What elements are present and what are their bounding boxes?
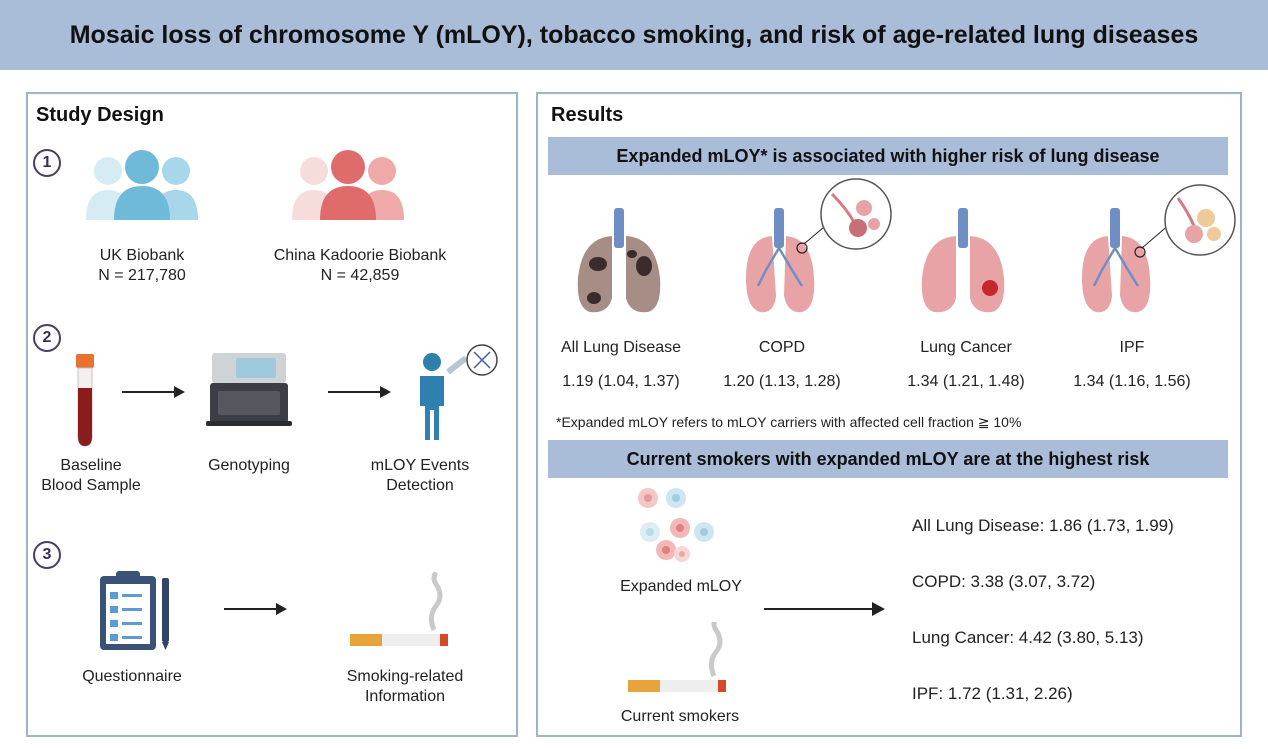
- combined-all-lung: All Lung Disease: 1.86 (1.73, 1.99): [912, 516, 1174, 535]
- sequencer-icon: [206, 353, 292, 426]
- results-panel: [536, 92, 1242, 737]
- step-2-marker: 2: [33, 324, 61, 352]
- questionnaire-label: Questionnaire: [82, 668, 182, 685]
- arrow-right-icon: [764, 602, 885, 616]
- person-dna-icon: [420, 344, 498, 440]
- results-heading: Results: [551, 104, 624, 126]
- cohort-uk-n: N = 217,780: [98, 267, 186, 284]
- title-bar: [0, 0, 1268, 70]
- pipeline-mloy-line1: mLOY Events: [370, 457, 470, 474]
- people-group-icon: [86, 150, 198, 220]
- smoking-info-line2: Information: [364, 688, 446, 705]
- lungs-icon: [921, 208, 1005, 313]
- pipeline-genotyping: Genotyping: [208, 457, 290, 474]
- combined-lung-cancer: Lung Cancer: 4.42 (3.80, 5.13): [912, 628, 1144, 647]
- cigarette-icon: [350, 572, 448, 646]
- disease-name-all: All Lung Disease: [560, 339, 682, 356]
- study-design-heading: Study Design: [36, 104, 164, 126]
- people-group-icon: [292, 150, 404, 220]
- association-band-text: Expanded mLOY* is associated with higher…: [616, 146, 1160, 166]
- step-1-marker: 1: [33, 149, 61, 177]
- disease-value-copd: 1.20 (1.13, 1.28): [723, 373, 841, 390]
- smokers-band: Current smokers with expanded mLOY are a…: [548, 440, 1228, 478]
- cohort-ckb-n: N = 42,859: [320, 267, 400, 284]
- lungs-icon: [577, 208, 661, 313]
- combined-copd: COPD: 3.38 (3.07, 3.72): [912, 572, 1096, 591]
- pipeline-blood-line2: Blood Sample: [41, 477, 141, 494]
- combined-ipf: IPF: 1.72 (1.31, 2.26): [912, 684, 1073, 703]
- smokers-band-text: Current smokers with expanded mLOY are a…: [626, 449, 1150, 469]
- pipeline-blood-line1: Baseline: [60, 457, 122, 474]
- arrow-right-icon: [328, 386, 391, 398]
- arrow-right-icon: [122, 386, 185, 398]
- page-title: Mosaic loss of chromosome Y (mLOY), toba…: [69, 21, 1199, 49]
- disease-name-copd: COPD: [758, 339, 806, 356]
- test-tube-icon: [76, 354, 94, 447]
- disease-name-ipf: IPF: [1119, 339, 1145, 356]
- current-smokers-label: Current smokers: [620, 708, 740, 725]
- footnote: *Expanded mLOY refers to mLOY carriers w…: [556, 414, 1022, 430]
- lungs-icon: [1082, 184, 1236, 313]
- cigarette-icon: [628, 622, 726, 692]
- association-band: Expanded mLOY* is associated with higher…: [548, 137, 1228, 175]
- clipboard-icon: [100, 571, 169, 650]
- expanded-mloy-label: Expanded mLOY: [620, 578, 742, 595]
- step-3-marker: 3: [33, 541, 61, 569]
- smoking-info-line1: Smoking-related: [346, 668, 464, 685]
- lungs-icon: [746, 178, 892, 313]
- cells-icon: [638, 488, 714, 562]
- cohort-uk-name: UK Biobank: [99, 247, 185, 264]
- disease-value-ipf: 1.34 (1.16, 1.56): [1073, 373, 1191, 390]
- pipeline-mloy-line2: Detection: [386, 477, 454, 494]
- disease-name-lung-cancer: Lung Cancer: [920, 339, 1012, 356]
- disease-value-lung-cancer: 1.34 (1.21, 1.48): [907, 373, 1025, 390]
- arrow-right-icon: [224, 603, 287, 615]
- disease-value-all: 1.19 (1.04, 1.37): [562, 373, 680, 390]
- cohort-ckb-name: China Kadoorie Biobank: [273, 247, 447, 264]
